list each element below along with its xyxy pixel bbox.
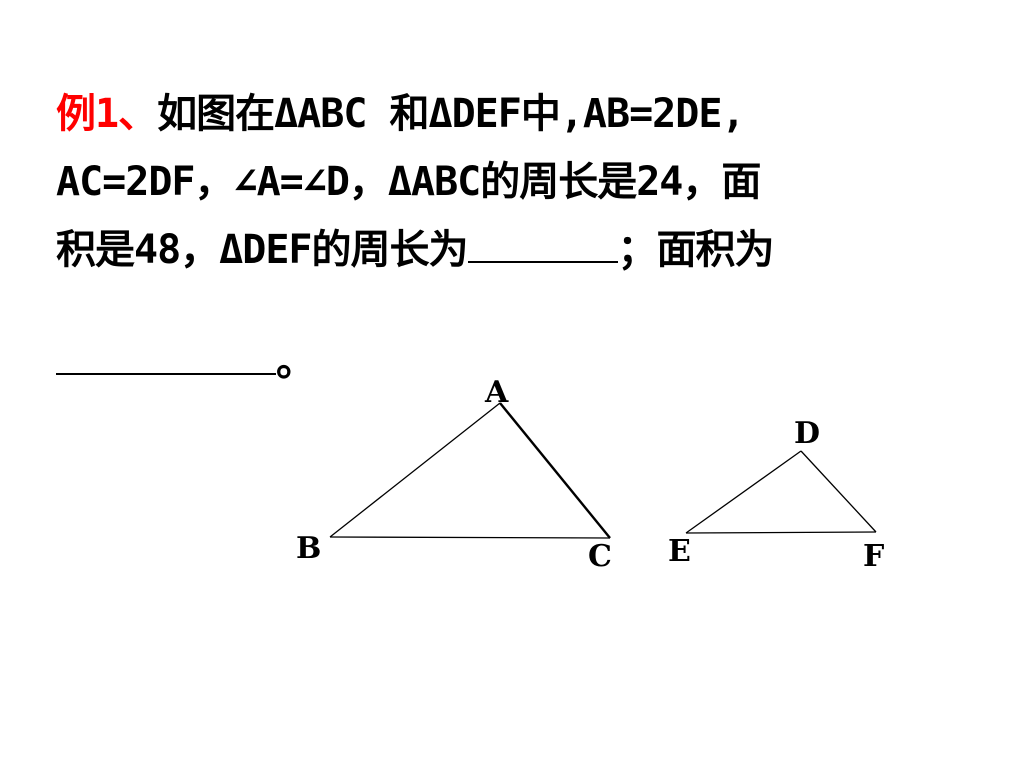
problem-line-4: 。 [56, 328, 996, 396]
problem-line-3-text-b: ；面积为 [617, 227, 775, 273]
problem-line-3: 积是48，ΔDEF的周长为 ；面积为 [56, 216, 996, 284]
triangle-def: D E F [668, 416, 884, 574]
perimeter-answer-blank [467, 221, 618, 263]
side-de [685, 450, 802, 534]
vertex-label-b: B [296, 531, 321, 566]
area-answer-blank [56, 333, 276, 375]
vertex-label-f: F [863, 539, 884, 574]
problem-text: 例1、如图在ΔABC 和ΔDEF中,AB=2DE, AC=2DF，∠A=∠D，Δ… [56, 80, 996, 396]
vertex-label-d: D [794, 416, 820, 451]
problem-line-4-end: 。 [276, 339, 316, 385]
side-df [800, 450, 877, 533]
problem-line-2: AC=2DF，∠A=∠D，ΔABC的周长是24，面 [56, 159, 761, 205]
vertex-label-e: E [668, 534, 691, 569]
side-bc [329, 536, 611, 539]
problem-line-1: 例1、如图在ΔABC 和ΔDEF中,AB=2DE, [56, 80, 996, 148]
vertex-label-a: A [484, 375, 509, 410]
problem-line-1-text: 如图在ΔABC 和ΔDEF中,AB=2DE, [157, 91, 745, 137]
vertex-label-c: C [588, 539, 612, 574]
side-ef [685, 531, 877, 534]
side-ab [329, 402, 501, 538]
example-label: 例1、 [56, 91, 158, 137]
triangle-abc: A B C [296, 375, 612, 574]
side-ac [499, 402, 611, 539]
problem-line-3-text-a: 积是48，ΔDEF的周长为 [56, 227, 468, 273]
